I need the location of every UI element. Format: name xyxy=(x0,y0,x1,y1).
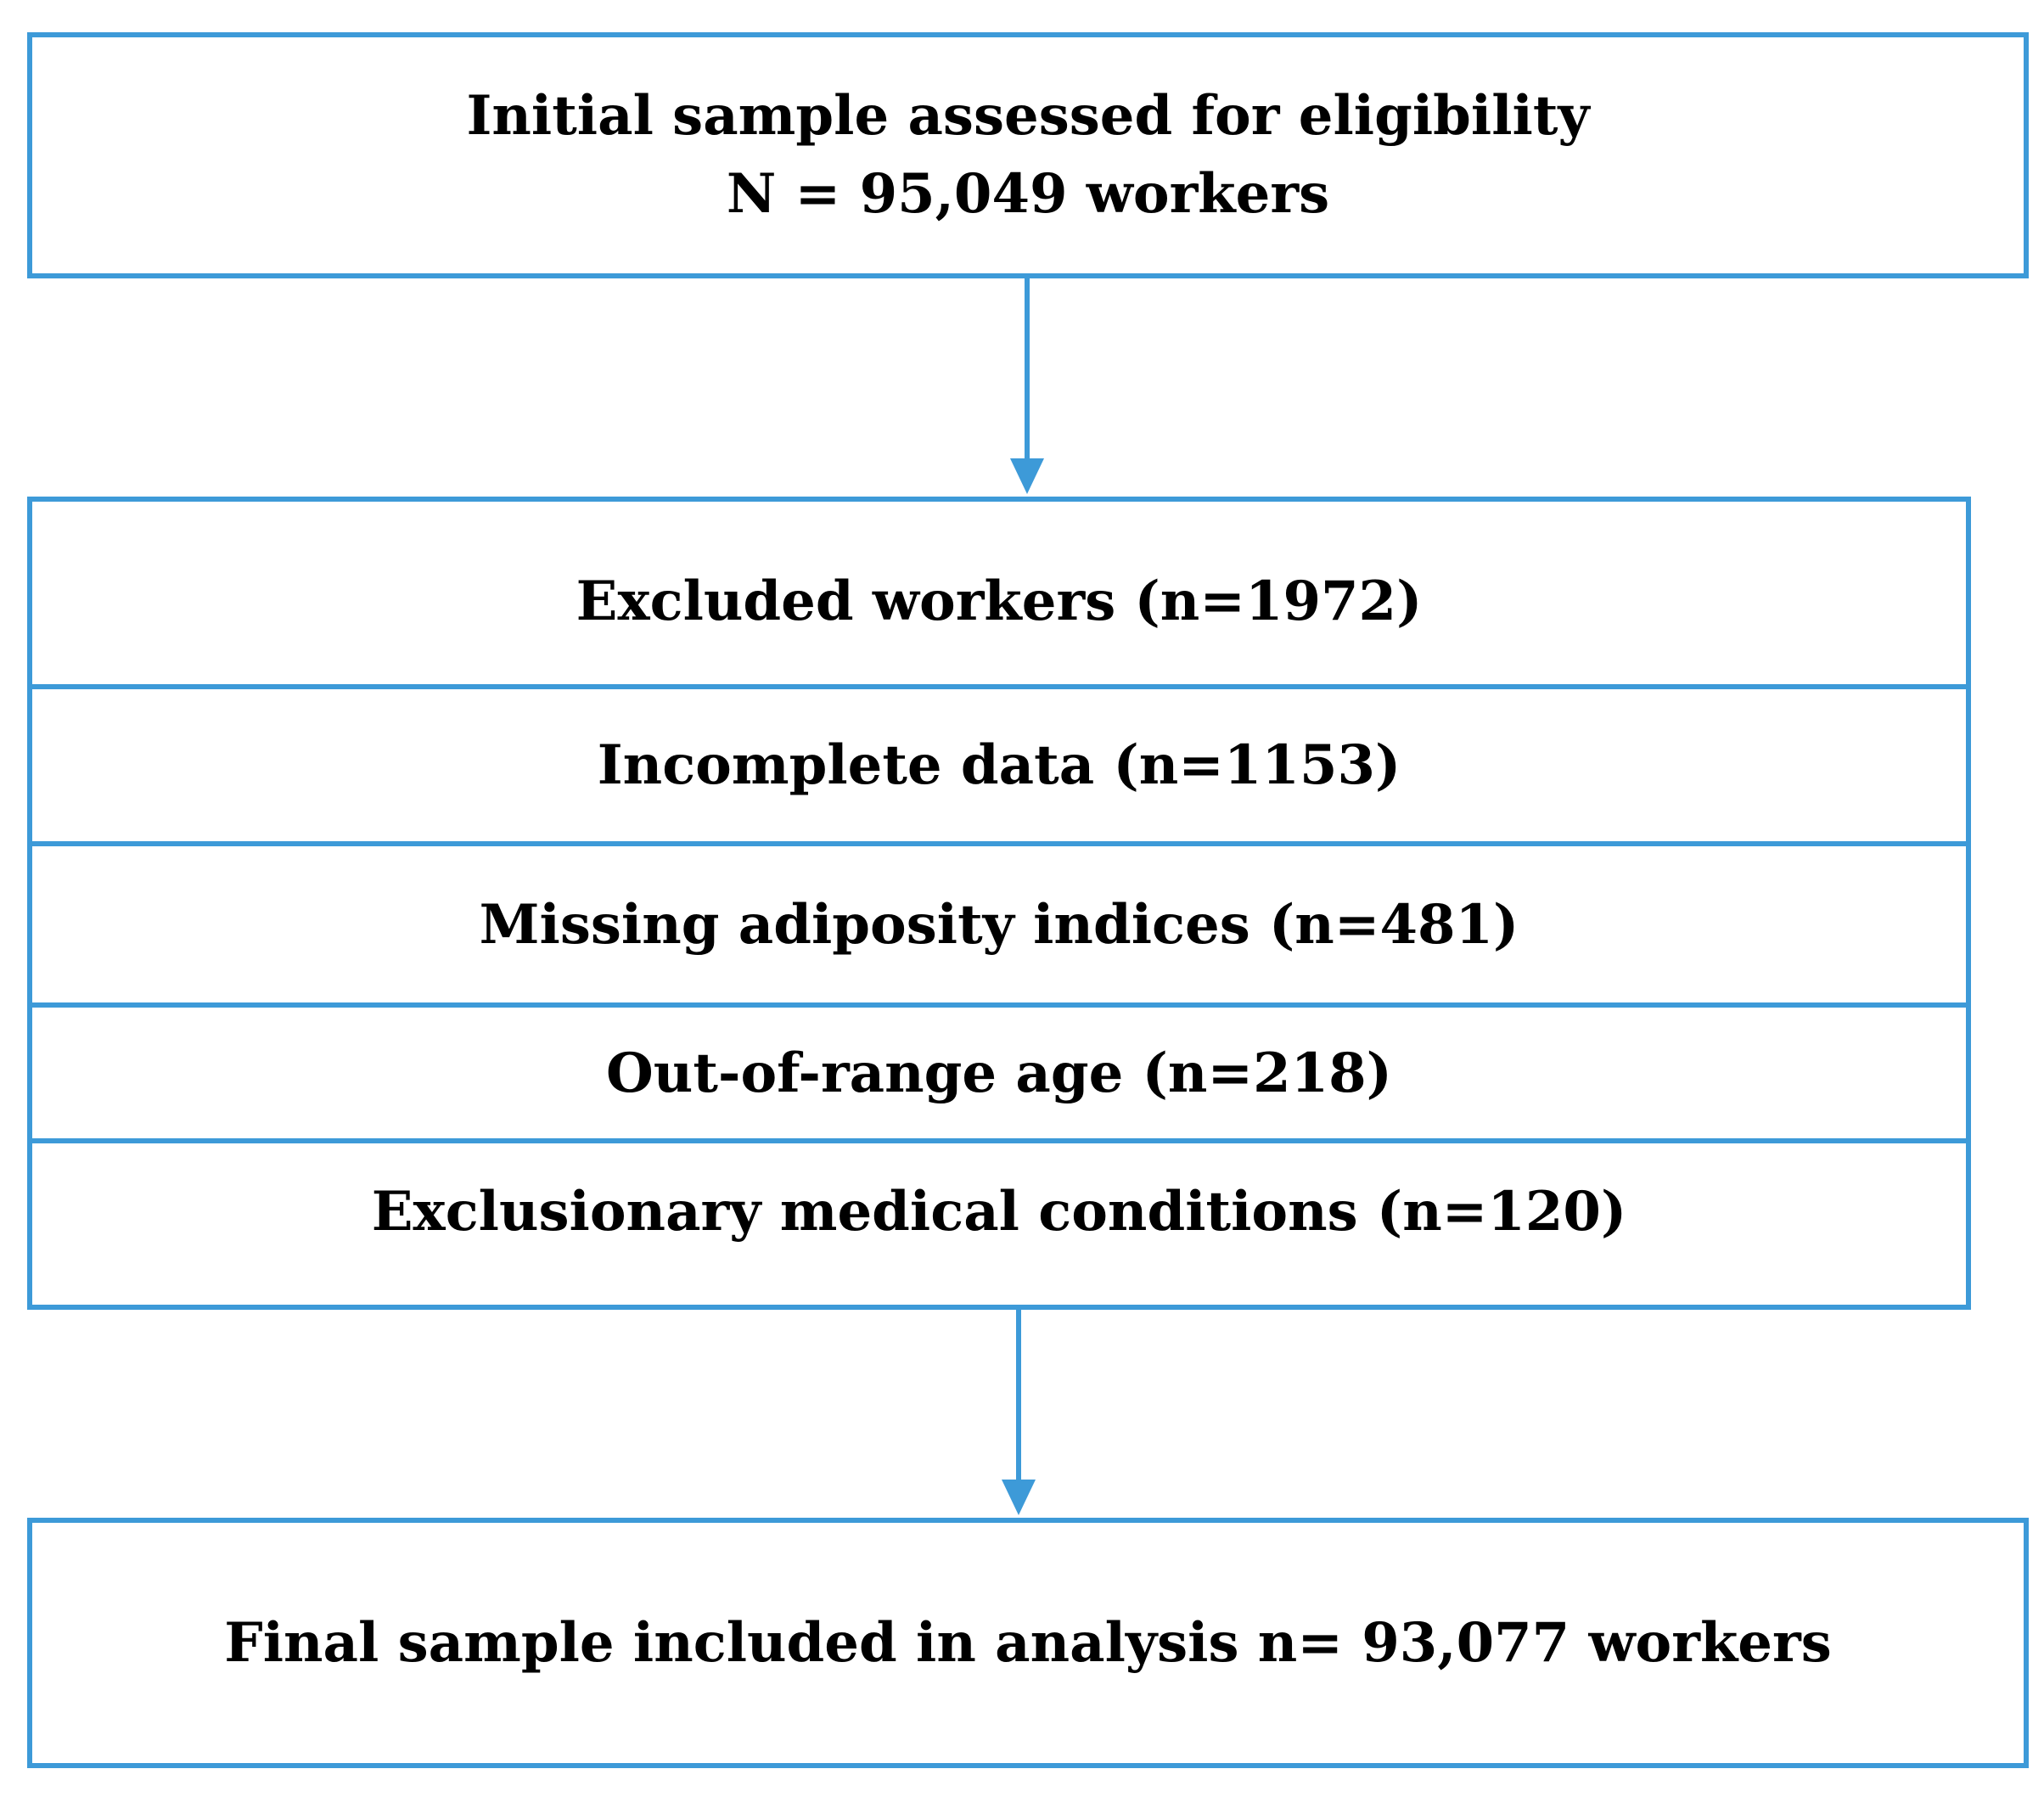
initial-sample-count: N = 95,049 workers xyxy=(726,162,1330,226)
medical-conditions-row: Exclusionary medical conditions (n=120) xyxy=(32,1138,1966,1305)
arrow-initial-to-excluded xyxy=(1010,278,1044,494)
excluded-workers-row: Excluded workers (n=1972) xyxy=(576,570,1423,633)
missing-adiposity-row: Missing adiposity indices (n=481) xyxy=(32,841,1966,1002)
excluded-box: Excluded workers (n=1972) Incomplete dat… xyxy=(27,497,1971,1310)
final-sample-box: Final sample included in analysis n= 93,… xyxy=(27,1518,2029,1768)
arrow-excluded-to-final xyxy=(1002,1310,1036,1515)
initial-sample-label: Initial sample assessed for eligibility xyxy=(466,84,1590,148)
initial-sample-box: Initial sample assessed for eligibility … xyxy=(27,32,2029,278)
incomplete-data-row: Incomplete data (n=1153) xyxy=(32,684,1966,841)
out-of-range-age-row: Out-of-range age (n=218) xyxy=(32,1002,1966,1138)
final-sample-label: Final sample included in analysis n= 93,… xyxy=(224,1611,1832,1675)
